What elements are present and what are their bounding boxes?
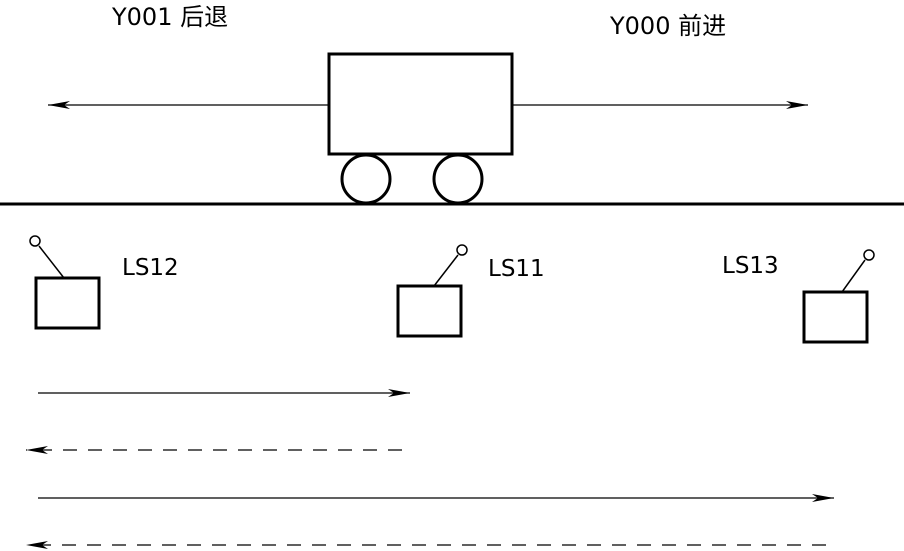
cart-wheel-right [432,153,484,205]
switch-box [396,284,463,338]
forward-label: Y000 前进 [609,12,726,40]
reverse-label: Y001 后退 [111,3,228,31]
limit-switch-ls12: LS12 [29,235,179,330]
switch-label: LS12 [122,255,179,281]
limit-switch-ls13: LS13 [722,249,875,344]
switch-label: LS13 [722,253,779,279]
switch-label: LS11 [488,256,545,282]
cart-body [327,52,514,156]
switch-box [34,276,101,330]
switch-roller [29,235,41,247]
switch-lever [433,254,459,287]
switch-lever [841,259,866,293]
limit-switch-ls11: LS11 [396,244,545,338]
switch-roller [456,244,468,256]
cart-wheel-left [340,153,392,205]
switch-box [802,290,869,344]
switch-lever [38,245,65,279]
cart [327,52,514,205]
switch-roller [863,249,875,261]
